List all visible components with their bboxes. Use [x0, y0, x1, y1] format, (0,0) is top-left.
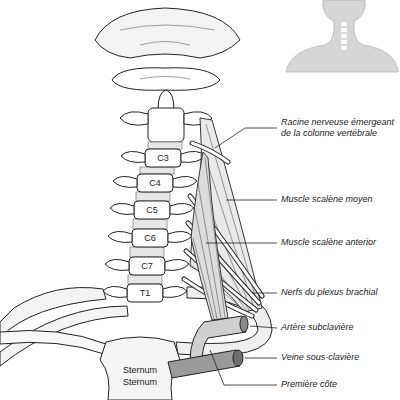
vertebral-body — [134, 201, 170, 219]
transverse-process — [103, 286, 127, 297]
disc — [148, 142, 182, 149]
bone-label: Sternum — [115, 365, 165, 376]
skull-detail — [120, 25, 215, 45]
transverse-process — [113, 176, 137, 187]
leader-line — [252, 293, 277, 294]
transverse-process — [120, 112, 148, 125]
subclavian-vein — [168, 350, 240, 378]
leader-lines — [206, 128, 277, 385]
transverse-process — [165, 259, 189, 270]
artery-lumen — [240, 316, 248, 332]
leader-line — [226, 200, 277, 201]
disc — [133, 219, 167, 229]
muscle-fibre — [198, 183, 221, 318]
vertebra-label: C6 — [135, 232, 165, 244]
transverse-process — [121, 151, 145, 162]
bone-label: Sternum — [115, 377, 165, 388]
silhouette-spine — [341, 22, 347, 50]
leader-line — [206, 243, 277, 244]
nerve-root — [192, 143, 228, 162]
nerve-root — [192, 143, 228, 162]
muscle-fibre — [195, 210, 217, 319]
callout-label: Muscle scalène moyen — [281, 194, 396, 205]
callout-label: Artère subclavière — [281, 322, 396, 333]
sternum — [100, 337, 180, 400]
silhouette-vertebra — [341, 28, 347, 32]
disc — [130, 247, 164, 257]
disc — [136, 192, 170, 201]
leader-line — [245, 358, 277, 359]
silhouette-vertebra — [341, 22, 347, 26]
silhouette-vertebra — [341, 40, 347, 44]
anterior-scalene-fibres — [193, 158, 225, 319]
disc — [128, 275, 162, 284]
vertebral-body — [145, 149, 181, 167]
vertebra-label: C4 — [140, 177, 170, 189]
vein-lumen — [233, 350, 243, 366]
transverse-process — [110, 203, 134, 214]
callout-label: Muscle scalène anterior — [281, 237, 396, 248]
transverse-process — [173, 176, 197, 187]
muscle-fibre — [205, 158, 225, 318]
left-clavicle — [0, 331, 106, 355]
vertebral-body — [132, 229, 168, 247]
vertebral-body — [127, 284, 163, 302]
callout-label: Racine nerveuse émergeant de la colonne … — [281, 117, 396, 139]
body-silhouette — [286, 0, 398, 72]
callout-label: Veine sous-clavière — [281, 352, 396, 363]
atlas-vertebra — [112, 68, 220, 91]
skull-base — [95, 8, 240, 58]
vertebra-label: C3 — [148, 152, 178, 164]
transverse-process — [163, 286, 187, 297]
muscle-fibre — [193, 238, 214, 319]
silhouette-vertebra — [341, 34, 347, 38]
leader-line — [215, 128, 277, 148]
transverse-process — [170, 203, 194, 214]
callout-label: Première côte — [281, 379, 396, 390]
vertebral-body — [148, 108, 184, 142]
axis-dens — [158, 90, 174, 110]
vertebra-label: C7 — [132, 260, 162, 272]
silhouette-vertebra — [341, 46, 347, 50]
transverse-process — [105, 259, 129, 270]
vertebra-label: T1 — [130, 287, 160, 299]
vertebral-body — [137, 174, 173, 192]
disc — [140, 167, 174, 174]
transverse-process — [108, 231, 132, 242]
anterior-scalene-muscle — [191, 152, 228, 320]
transverse-process — [168, 231, 192, 242]
leader-line — [210, 350, 277, 385]
atlas-detail — [140, 77, 190, 80]
leader-line — [250, 326, 277, 328]
vertebral-body — [129, 257, 165, 275]
callout-label: Nerfs du plexus brachial — [281, 287, 396, 298]
vertebra-label: C5 — [137, 204, 167, 216]
